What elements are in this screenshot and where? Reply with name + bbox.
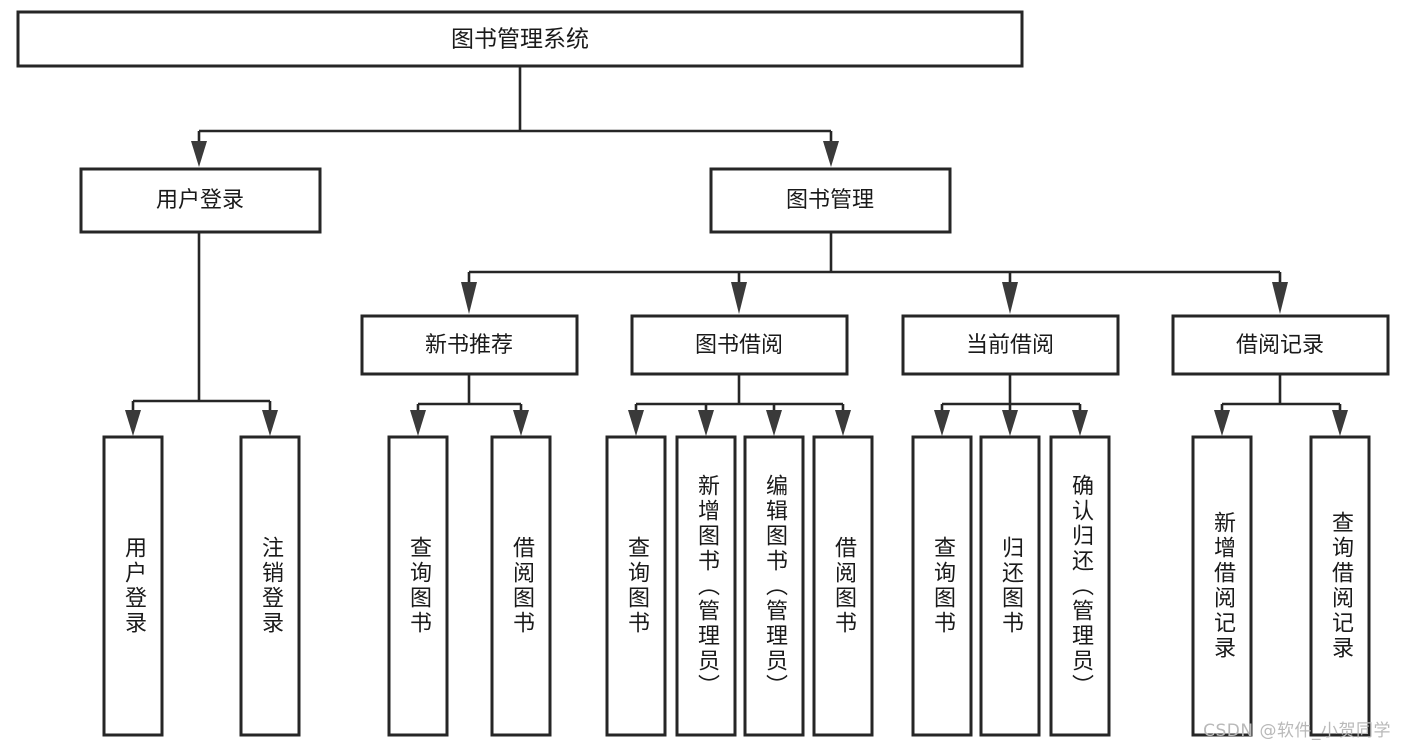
leaf-box-nbr-query-book[interactable] <box>387 435 449 737</box>
arrowhead-leaf-user-login <box>125 410 141 436</box>
leaf-box-logout[interactable] <box>239 435 301 737</box>
watermark-text: CSDN @软件_小贺同学 <box>1203 721 1391 741</box>
node-borrow-record-box[interactable] <box>1171 314 1390 376</box>
node-current-borrow-box[interactable] <box>901 314 1120 376</box>
node-root-label: 图书管理系统 <box>451 27 589 53</box>
node-book-management-box[interactable] <box>709 167 952 234</box>
leaf-box-cb-query-book[interactable] <box>911 435 973 737</box>
node-user-login-box[interactable] <box>79 167 322 234</box>
arrowhead-bb-leaf-3 <box>766 410 782 436</box>
arrowhead-bb-leaf-4 <box>835 410 851 436</box>
arrowhead-borrow-record <box>1272 282 1288 314</box>
node-current-borrow-label: 当前借阅 <box>966 333 1054 358</box>
leaf-box-cb-confirm-return[interactable] <box>1049 435 1111 737</box>
leaf-box-br-query-record[interactable] <box>1309 435 1371 737</box>
arrowhead-current-borrow <box>1002 282 1018 314</box>
node-borrow-record-label: 借阅记录 <box>1236 333 1324 358</box>
arrowhead-book-mgmt <box>823 141 839 167</box>
leaf-box-user-login[interactable] <box>102 435 164 737</box>
arrowhead-cb-leaf-1 <box>934 410 950 436</box>
leaf-box-nbr-borrow-book[interactable] <box>490 435 552 737</box>
node-book-management-label: 图书管理 <box>786 188 874 213</box>
arrowhead-br-leaf-1 <box>1214 410 1230 436</box>
arrowhead-nbr-leaf-1 <box>410 410 426 436</box>
arrowhead-br-leaf-2 <box>1332 410 1348 436</box>
arrowhead-bb-leaf-2 <box>698 410 714 436</box>
node-new-book-recommend-box[interactable] <box>360 314 579 376</box>
leaf-box-bb-query-book[interactable] <box>605 435 667 737</box>
leaf-box-bb-add-book[interactable] <box>675 435 737 737</box>
node-book-borrow-label: 图书借阅 <box>695 333 783 358</box>
arrowhead-bb-leaf-1 <box>628 410 644 436</box>
leaf-box-br-add-record[interactable] <box>1191 435 1253 737</box>
arrowhead-leaf-logout <box>262 410 278 436</box>
leaf-box-bb-borrow-book[interactable] <box>812 435 874 737</box>
node-book-borrow-box[interactable] <box>630 314 849 376</box>
leaf-box-bb-edit-book[interactable] <box>743 435 805 737</box>
arrowhead-user-login <box>191 141 207 167</box>
arrowhead-nbr-leaf-2 <box>513 410 529 436</box>
node-user-login-label: 用户登录 <box>156 188 244 213</box>
leaf-box-cb-return-book[interactable] <box>979 435 1041 737</box>
node-new-book-recommend-label: 新书推荐 <box>425 333 513 358</box>
arrowhead-new-book-recommend <box>461 282 477 314</box>
node-root-box[interactable] <box>16 10 1024 68</box>
arrowhead-book-borrow <box>731 282 747 314</box>
arrowhead-cb-leaf-2 <box>1002 410 1018 436</box>
arrowhead-cb-leaf-3 <box>1072 410 1088 436</box>
